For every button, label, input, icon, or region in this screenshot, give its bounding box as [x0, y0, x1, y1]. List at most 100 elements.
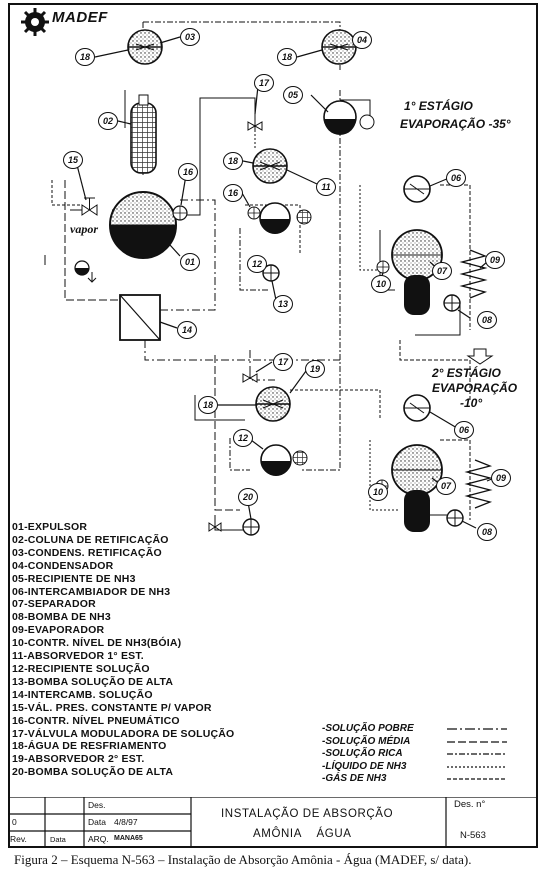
modulating-valve-17a [247, 114, 263, 131]
line-type-key: -SOLUÇÃO POBRE -SOLUÇÃO MÉDIA -SOLUÇÃO R… [322, 723, 522, 786]
stage-arrow-icon [466, 348, 494, 365]
title-rev-label: Rev. [10, 834, 27, 844]
stage2-label: 2° ESTÁGIO EVAPORAÇÃO -10° [432, 366, 517, 411]
callout-bubble: 07 [432, 262, 452, 280]
legend-item: 11-ABSORVEDOR 1° EST. [12, 650, 144, 663]
solution-exchanger-14 [119, 294, 161, 341]
water-drain-icon [74, 260, 97, 283]
madef-logo-icon [21, 8, 49, 36]
title-line2: AMÔNIA ÁGUA [253, 828, 352, 840]
callout-bubble: 08 [477, 311, 497, 329]
callout-bubble: 16 [223, 184, 243, 202]
separator-07a [391, 229, 443, 315]
evaporator-09a [459, 249, 488, 299]
callout-bubble: 09 [485, 251, 505, 269]
callout-bubble: 17 [254, 74, 274, 92]
title-rev-value: 0 [12, 817, 17, 827]
callout-bubble: 08 [477, 523, 497, 541]
callout-bubble: 12 [247, 255, 267, 273]
legend-item: 19-ABSORVEDOR 2° EST. [12, 753, 145, 766]
legend-item: 07-SEPARADOR [12, 598, 96, 611]
callout-bubble: 18 [198, 396, 218, 414]
legend-item: 10-CONTR. NÍVEL DE NH3(BÓIA) [12, 637, 182, 650]
legend-item: 18-ÁGUA DE RESFRIAMENTO [12, 740, 167, 753]
callout-bubble: 03 [180, 28, 200, 46]
callout-bubble: 06 [454, 421, 474, 439]
stage2-line2: EVAPORAÇÃO [432, 381, 518, 395]
title-arq-value: MANA65 [114, 835, 143, 842]
callout-bubble: 18 [75, 48, 95, 66]
legend-item: 12-RECIPIENTE SOLUÇÃO [12, 662, 150, 675]
vapor-label: vapor [70, 222, 98, 236]
legend-item: 03-CONDENS. RETIFICAÇÃO [12, 546, 162, 559]
component-legend: 01-EXPULSOR 02-COLUNA DE RETIFICAÇÃO 03-… [12, 521, 234, 779]
stage1-line2: EVAPORAÇÃO -35° [400, 117, 511, 131]
title-data-value: 4/8/97 [114, 817, 138, 827]
line-key-item: -GÁS DE NH3 [322, 773, 507, 784]
callout-bubble: 04 [352, 31, 372, 49]
stage2-line1: 2° ESTÁGIO [432, 366, 501, 380]
title-line1: INSTALAÇÃO DE ABSORÇÃO [221, 808, 394, 820]
solution-pump-13 [262, 264, 280, 282]
expulsor-01 [109, 191, 177, 259]
line-key-item: -SOLUÇÃO POBRE [322, 723, 507, 734]
callout-bubble: 20 [238, 488, 258, 506]
legend-item: 16-CONTR. NÍVEL PNEUMÁTICO [12, 714, 180, 727]
title-data-col: Data [50, 835, 66, 844]
nh3-receiver-05 [323, 100, 375, 135]
modulating-valve-17b [242, 366, 258, 383]
callout-bubble: 14 [177, 321, 197, 339]
solution-receiver-12a [247, 202, 312, 234]
legend-item: 01-EXPULSOR [12, 521, 88, 533]
nh3-exchanger-06a [403, 175, 431, 203]
steam-pressure-valve-15 [81, 197, 98, 216]
absorber-2nd-stage-19 [255, 386, 291, 422]
callout-bubble: 19 [305, 360, 325, 378]
legend-item: 15-VÁL. PRES. CONSTANTE P/ VAPOR [12, 701, 212, 714]
legend-item: 05-RECIPIENTE DE NH3 [12, 572, 136, 585]
callout-bubble: 18 [277, 48, 297, 66]
line-key-item: -SOLUÇÃO MÉDIA [322, 735, 507, 747]
title-des-no-label: Des. n° [454, 799, 486, 810]
callout-bubble: 13 [273, 295, 293, 313]
stage2-line3: -10° [460, 396, 483, 410]
evaporator-09b [464, 459, 493, 509]
title-data-label: Data [88, 817, 106, 827]
callout-bubble: 12 [233, 429, 253, 447]
callout-bubble: 02 [98, 112, 118, 130]
nh3-exchanger-06b [403, 394, 431, 422]
drain-valve-icon [208, 522, 222, 532]
title-des-no-value: N-563 [460, 830, 486, 841]
solution-receiver-12b [260, 444, 308, 476]
stage1-line1: 1° ESTÁGIO [404, 99, 473, 113]
callout-bubble: 06 [446, 169, 466, 187]
title-des-label: Des. [88, 800, 106, 810]
figure-caption: Figura 2 – Esquema N-563 – Instalação de… [14, 852, 472, 867]
callout-bubble: 10 [371, 275, 391, 293]
rectification-column-02 [130, 94, 157, 174]
legend-item: 04-CONDENSADOR [12, 559, 114, 572]
legend-item: 02-COLUNA DE RETIFICAÇÃO [12, 533, 169, 546]
callout-bubble: 07 [436, 477, 456, 495]
callout-bubble: 15 [63, 151, 83, 169]
callout-bubble: 09 [491, 469, 511, 487]
legend-item: 17-VÁLVULA MODULADORA DE SOLUÇÃO [12, 727, 235, 740]
legend-item: 08-BOMBA DE NH3 [12, 611, 111, 624]
legend-item: 06-INTERCAMBIADOR DE NH3 [12, 585, 171, 598]
legend-item: 09-EVAPORADOR [12, 624, 105, 637]
callout-bubble: 10 [368, 483, 388, 501]
legend-item: 14-INTERCAMB. SOLUÇÃO [12, 688, 153, 701]
line-key-item: -LÍQUIDO DE NH3 [322, 760, 507, 772]
drawing-sheet [8, 3, 538, 848]
title-arq-label: ARQ. [88, 834, 109, 844]
title-block: Des. Data 4/8/97 ARQ. MANA65 0 Rev. Data… [8, 797, 538, 848]
callout-bubble: 16 [178, 163, 198, 181]
legend-item: 20-BOMBA SOLUÇÃO DE ALTA [12, 766, 174, 779]
callout-bubble: 11 [316, 178, 336, 196]
callout-bubble: 18 [223, 152, 243, 170]
callout-bubble: 17 [273, 353, 293, 371]
line-key-item: -SOLUÇÃO RICA [322, 748, 507, 759]
nh3-pump-08a [443, 294, 461, 312]
callout-bubble: 01 [180, 253, 200, 271]
